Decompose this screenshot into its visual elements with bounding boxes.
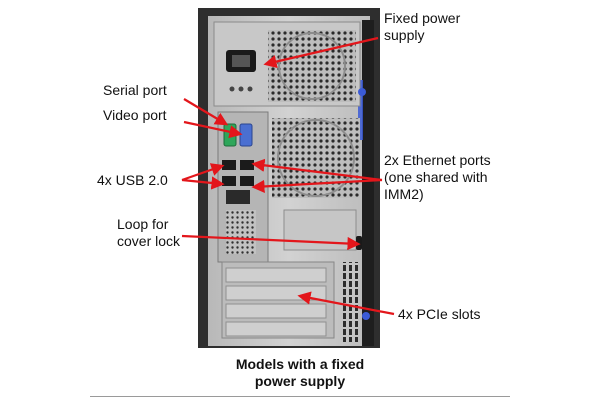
callout-pcie: 4x PCIe slots bbox=[398, 306, 481, 322]
callout-ethernet: 2x Ethernet ports (one shared with IMM2) bbox=[384, 152, 491, 203]
arrow-cover-lock bbox=[181, 234, 361, 251]
callout-cover-lock-line2: cover lock bbox=[117, 233, 181, 249]
psu-led-1 bbox=[229, 86, 235, 92]
thumbscrew-bottom bbox=[362, 312, 370, 320]
ethernet-port-block bbox=[226, 190, 250, 204]
caption-line1: Models with a fixed bbox=[235, 356, 365, 372]
side-latch bbox=[358, 80, 363, 140]
callout-usb: 4x USB 2.0 bbox=[97, 172, 168, 188]
arrow-power-supply bbox=[263, 36, 379, 69]
callout-power-supply-line1: Fixed power bbox=[384, 10, 461, 26]
psu-fan-ring bbox=[278, 32, 346, 100]
io-vent bbox=[226, 210, 256, 254]
callout-video-port: Video port bbox=[103, 107, 167, 123]
arrow-usb-upper bbox=[181, 163, 225, 182]
caption-line2: power supply bbox=[254, 373, 346, 389]
thumbscrew-top bbox=[358, 88, 366, 96]
arrow-pcie-slots bbox=[297, 291, 395, 316]
figure-caption: Models with a fixed power supply bbox=[150, 356, 450, 390]
pcie-slot-cover-3 bbox=[225, 303, 327, 319]
callout-arrows bbox=[181, 36, 395, 316]
usb-port-1 bbox=[222, 160, 236, 170]
callout-serial-port: Serial port bbox=[103, 82, 167, 98]
chassis-edge bbox=[362, 20, 374, 346]
usb-port-3 bbox=[222, 176, 236, 186]
callout-ethernet-line2: (one shared with bbox=[384, 169, 488, 185]
pcie-slot-cover-4 bbox=[225, 321, 327, 337]
arrow-serial-port bbox=[183, 98, 229, 126]
callout-ethernet-line3: IMM2) bbox=[384, 186, 424, 202]
usb-port-4 bbox=[240, 176, 254, 186]
callout-cover-lock: Loop for cover lock bbox=[117, 216, 180, 250]
power-inlet-socket bbox=[232, 55, 250, 67]
side-vent bbox=[340, 262, 358, 342]
usb-port-2 bbox=[240, 160, 254, 170]
arrow-video-port bbox=[183, 120, 243, 139]
callout-cover-lock-line1: Loop for bbox=[117, 216, 169, 232]
arrow-usb-lower bbox=[181, 176, 225, 190]
callout-power-supply-line2: supply bbox=[384, 27, 425, 43]
serial-connector bbox=[223, 123, 237, 147]
arrow-ethernet-lower bbox=[251, 178, 383, 194]
pcie-slot-cover-1 bbox=[225, 267, 327, 283]
caption-rule bbox=[90, 396, 510, 397]
arrow-ethernet-upper bbox=[251, 158, 383, 182]
callout-ethernet-line1: 2x Ethernet ports bbox=[384, 152, 491, 168]
psu-led-2 bbox=[238, 86, 244, 92]
video-connector bbox=[239, 123, 253, 147]
psu-fan-grille bbox=[268, 30, 356, 102]
callout-power-supply: Fixed power supply bbox=[384, 10, 460, 44]
psu-led-3 bbox=[247, 86, 253, 92]
system-fan-ring bbox=[277, 119, 355, 197]
